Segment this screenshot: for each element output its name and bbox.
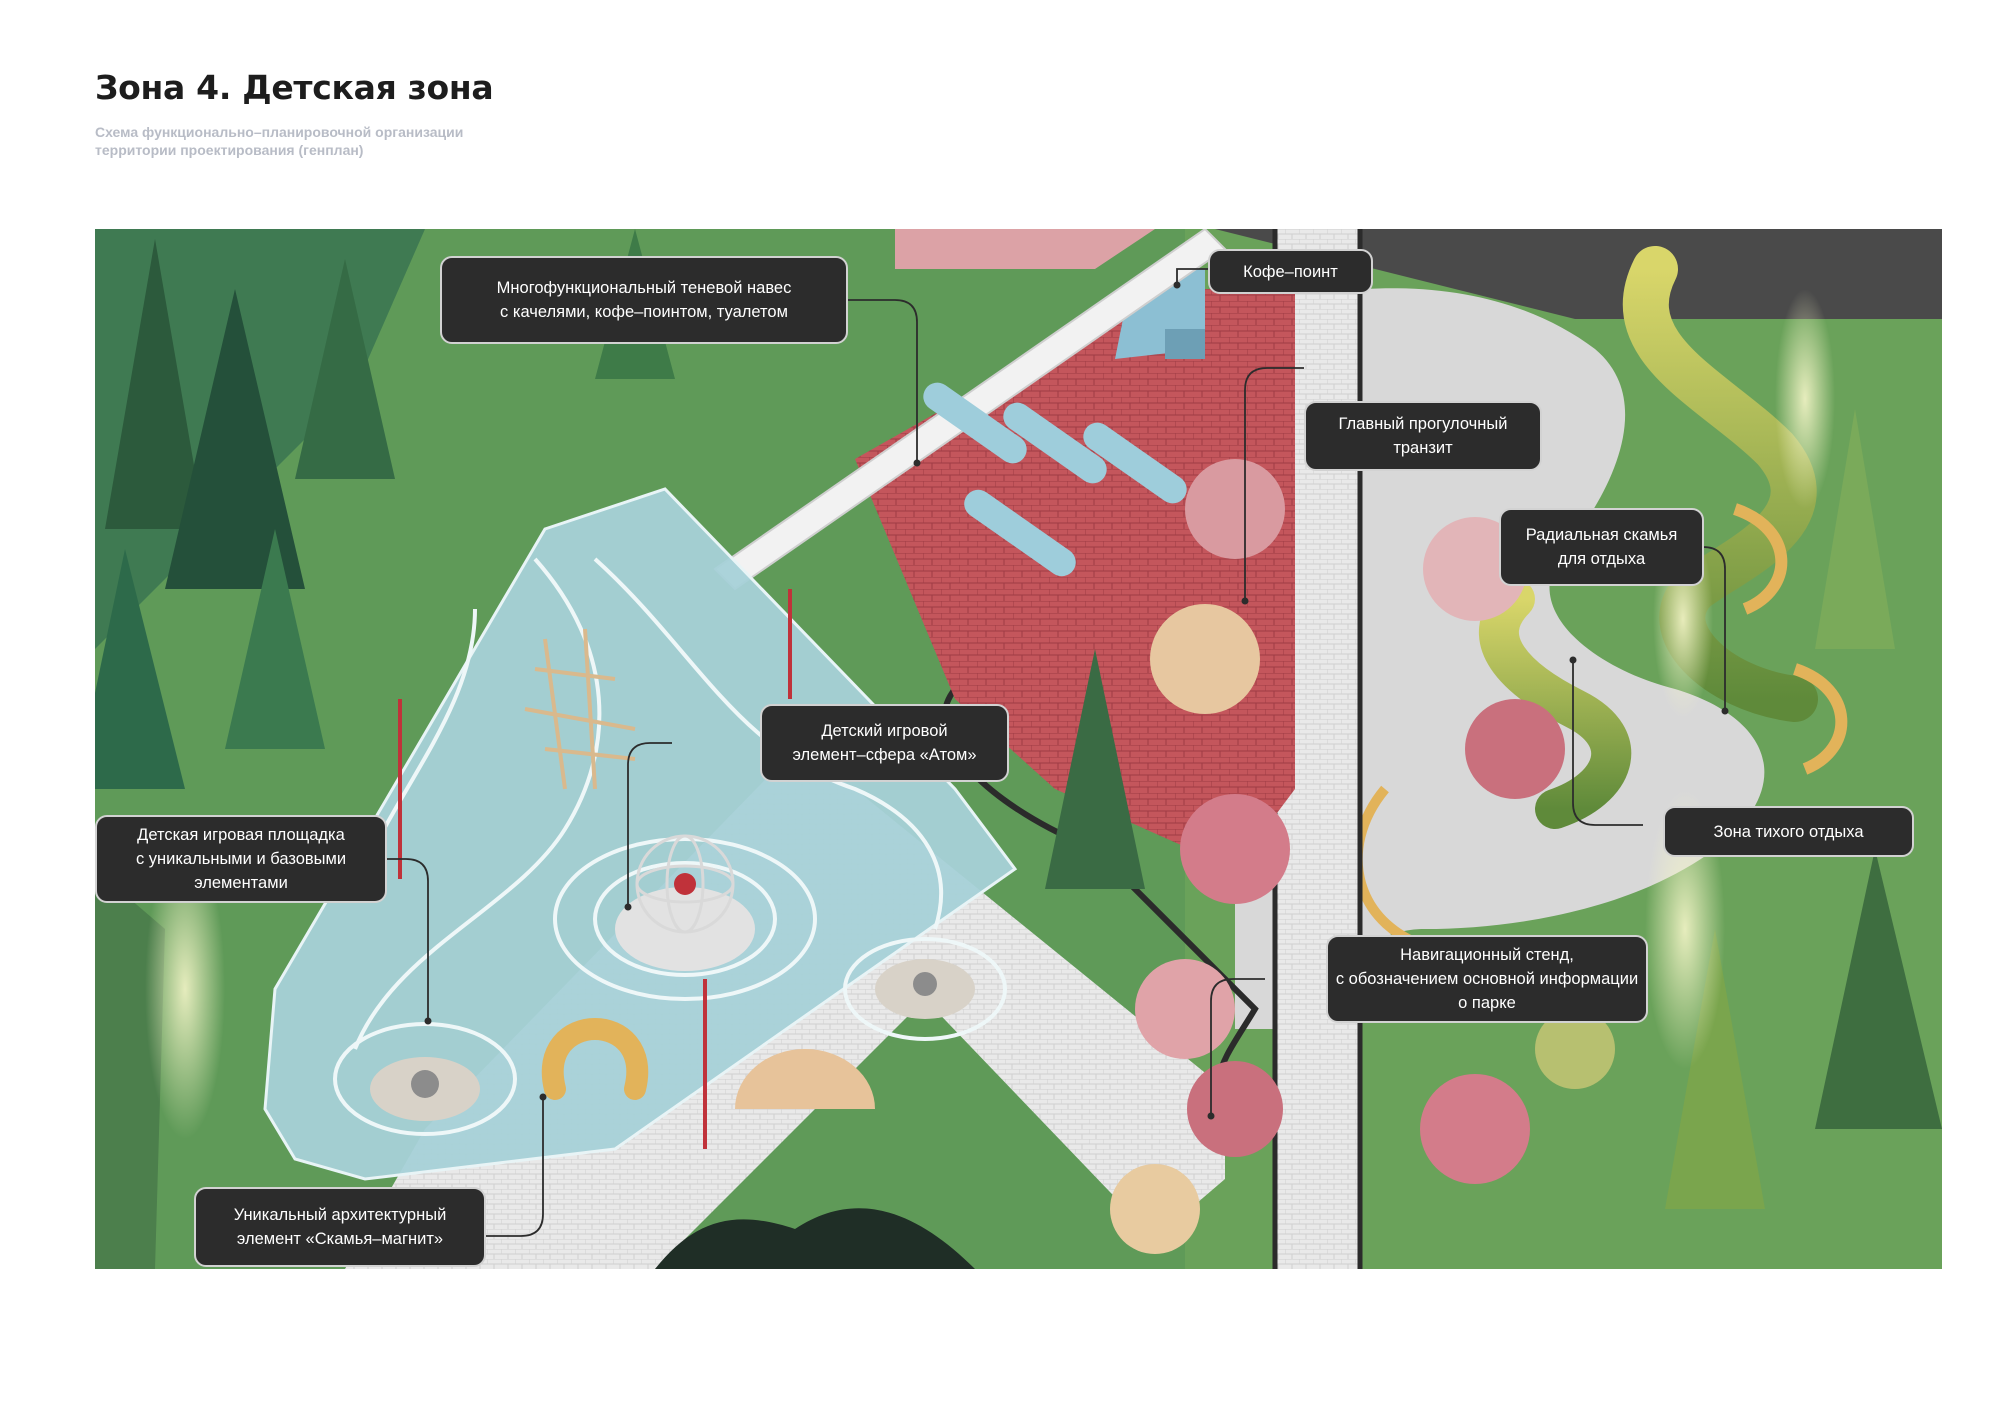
lamp-light [1775, 289, 1835, 509]
callout-line: Зона тихого отдыха [1713, 822, 1864, 841]
pink-lawn [895, 229, 1155, 269]
lamp-light [145, 839, 225, 1139]
callout-line: Детский игровой [821, 722, 948, 740]
playground-border [263, 487, 1018, 1181]
callout-navigation-stand: Навигационный стенд, с обозначением осно… [1326, 935, 1648, 1023]
brick-plaza [855, 289, 1295, 869]
play-sphere [411, 1070, 439, 1098]
lamp-light [1645, 789, 1725, 1069]
callout-line: с уникальными и базовыми [135, 850, 347, 868]
callout-radial-bench: Радиальная скамья для отдыха [1499, 508, 1704, 586]
callout-coffee-point: Кофе–поинт [1208, 249, 1373, 294]
atom-sphere [635, 834, 735, 934]
callout-line: Радиальная скамья [1525, 526, 1678, 544]
atom-core [674, 873, 696, 895]
play-sphere [913, 972, 937, 996]
ornamental-trees [1110, 459, 1615, 1254]
swings [923, 382, 1187, 577]
lamp-poles [398, 589, 792, 1149]
callout-line: Уникальный архитектурный [233, 1206, 447, 1224]
radial-bench [1732, 503, 1788, 615]
callout-line: транзит [1393, 439, 1453, 457]
callout-line: Главный прогулочный [1338, 415, 1508, 433]
playground-surface [265, 489, 1015, 1179]
green-ridge [1478, 579, 1632, 829]
callout-line: элемент «Скамья–магнит» [236, 1230, 444, 1248]
callout-line: для отдыха [1557, 550, 1646, 568]
forest-trees [95, 229, 1942, 1209]
callout-line: с обозначением основной информации [1335, 970, 1639, 988]
callout-magnet-bench: Уникальный архитектурный элемент «Скамья… [194, 1187, 486, 1267]
callout-line: Кофе–поинт [1243, 262, 1338, 281]
callout-dots [424, 281, 1729, 1120]
road [1215, 229, 1942, 319]
callout-canopy: Многофункциональный теневой навес с каче… [440, 256, 848, 344]
callout-line: Детская игровая площадка [137, 826, 345, 844]
subtitle-line: Схема функционально–планировочной органи… [95, 124, 464, 140]
wooden-climber [524, 628, 636, 790]
site-plan-illustration: Многофункциональный теневой навес с каче… [95, 229, 1942, 1269]
page-subtitle: Схема функционально–планировочной органи… [95, 123, 615, 159]
callout-line: элемент–сфера «Атом» [792, 746, 977, 764]
callout-line: элементами [194, 874, 288, 892]
callout-line: о парке [1458, 994, 1516, 1012]
sand-pit [735, 1049, 875, 1109]
callout-quiet-zone: Зона тихого отдыха [1663, 806, 1914, 857]
coffee-point-window [1165, 329, 1205, 359]
callout-line: с качелями, кофе–поинтом, туалетом [500, 303, 788, 321]
callout-playground: Детская игровая площадка с уникальными и… [95, 815, 387, 903]
callout-line: Навигационный стенд, [1400, 946, 1574, 964]
foreground-foliage [655, 1208, 975, 1269]
atom-base [615, 887, 755, 971]
callout-atom-sphere: Детский игровой элемент–сфера «Атом» [760, 704, 1009, 782]
callout-line: Многофункциональный теневой навес [496, 279, 792, 297]
subtitle-line: территории проектирования (генплан) [95, 142, 364, 158]
radial-bench [1792, 663, 1848, 775]
callout-leaders [386, 268, 1726, 1237]
page-title: Зона 4. Детская зона [95, 68, 494, 107]
magnet-bench [541, 1018, 649, 1100]
site-plan-drawing [95, 229, 1942, 1269]
callout-main-transit: Главный прогулочный транзит [1304, 401, 1542, 471]
